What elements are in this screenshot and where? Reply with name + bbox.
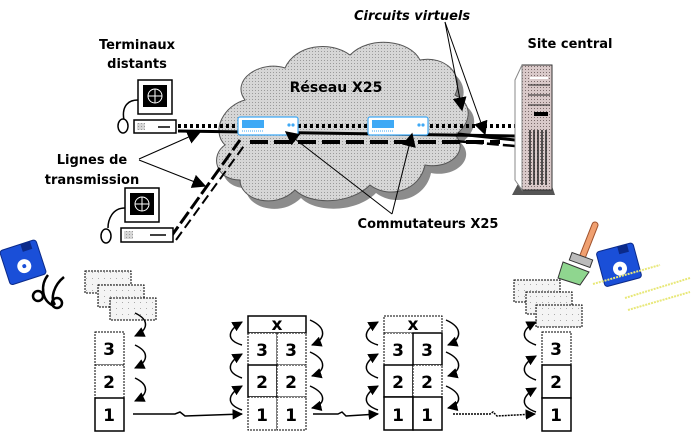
transmission-arrows	[133, 409, 537, 420]
x25-switch-1	[237, 116, 299, 136]
central-site-label: Site central	[527, 37, 612, 52]
flow-arrows	[134, 312, 537, 413]
packet-cell: 2	[421, 373, 433, 393]
network-label: Réseau X25	[290, 80, 383, 96]
destination-message-pages	[513, 279, 583, 328]
packet-cell: 1	[103, 406, 115, 426]
receiver-packet-stack: 3 2 1	[541, 331, 572, 432]
transmission-lines-label-line2: transmission	[45, 173, 140, 188]
packet-cell: 1	[550, 406, 562, 426]
terminals-label-line2: distants	[107, 57, 167, 72]
remote-terminal-bottom	[100, 187, 174, 244]
switches-label: Commutateurs X25	[358, 217, 499, 232]
packet-cell: 3	[256, 341, 268, 361]
packet-cell: 3	[103, 340, 115, 360]
packet-cell: 1	[285, 406, 297, 426]
transmission-lines-label-line1: Lignes de	[57, 153, 128, 168]
virtual-circuits-label: Circuits virtuels	[354, 9, 470, 24]
floppy-disk-icon	[0, 239, 47, 286]
packet-cell: 3	[421, 341, 433, 361]
switch2-packet-stack: x 3 3 2 2 1 1	[383, 315, 443, 431]
packet-cell: 2	[392, 373, 404, 393]
packet-cell: 1	[256, 406, 268, 426]
source-message-pages	[84, 270, 157, 321]
central-server	[512, 64, 555, 195]
packet-cell: 2	[550, 373, 562, 393]
paintbrush-icon	[557, 221, 599, 286]
packet-cell: 3	[392, 341, 404, 361]
x25-switch-2	[367, 116, 429, 136]
packet-cell: 3	[285, 341, 297, 361]
remote-terminal-top	[117, 79, 177, 134]
label-pointers	[138, 21, 488, 215]
scissors-icon	[31, 274, 65, 310]
packet-cell: 3	[550, 340, 562, 360]
motion-lines	[592, 264, 691, 311]
floppy-disk-icon-right	[596, 242, 642, 287]
packet-cell: 2	[256, 373, 268, 393]
packet-cell: 1	[421, 406, 433, 426]
stack-header: x	[272, 315, 283, 335]
packet-cell: 1	[392, 406, 404, 426]
packet-cell: 2	[103, 373, 115, 393]
switch1-packet-stack: x 3 3 2 2 1 1	[247, 315, 307, 431]
terminals-label-line1: Terminaux	[99, 38, 176, 53]
sender-packet-stack: 3 2 1	[94, 331, 125, 432]
packet-cell: 2	[285, 373, 297, 393]
stack-header: x	[408, 315, 419, 335]
